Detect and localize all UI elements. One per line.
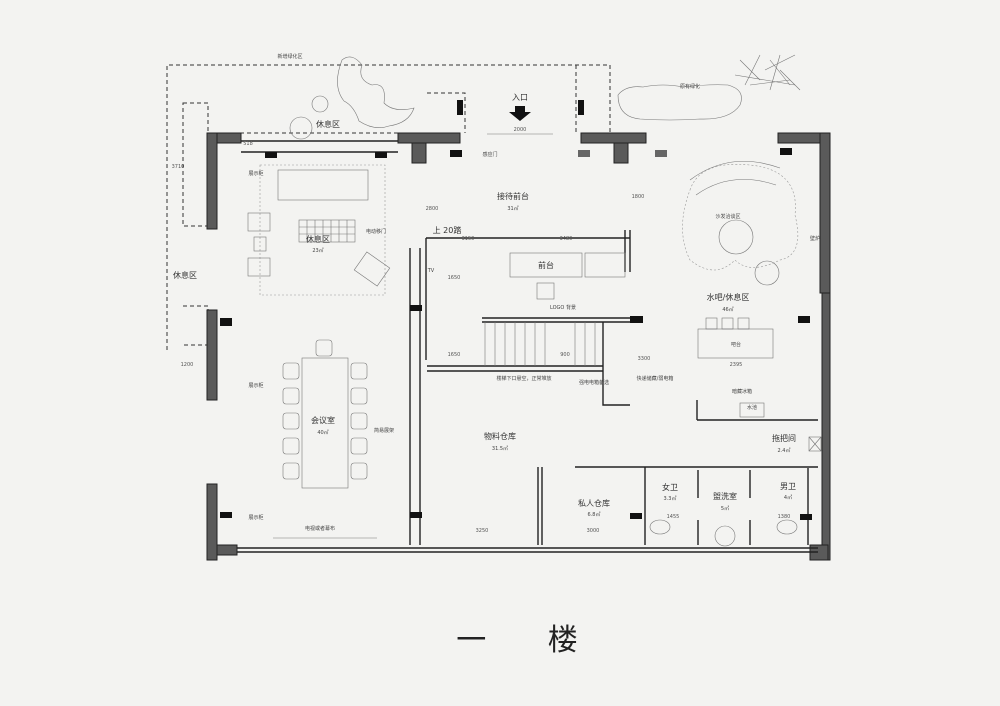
electric-door-label: 电动移门 bbox=[366, 228, 386, 235]
front-desk-label: 前台 bbox=[538, 260, 554, 270]
rest-area-top-label: 休息区 bbox=[316, 119, 340, 129]
sensor-door-label: 感应门 bbox=[482, 151, 497, 158]
existing-green-label: 原有绿化 bbox=[680, 83, 700, 90]
express-box-label: 快递储藏/弱电箱 bbox=[637, 375, 674, 382]
simple-rack-label: 简易展架 bbox=[374, 427, 394, 434]
dim-3250: 3250 bbox=[476, 528, 489, 534]
exterior-dashed-zones bbox=[166, 64, 611, 350]
power-box-label: 强电电箱备选 bbox=[579, 379, 609, 386]
entrance-arrow-icon bbox=[509, 106, 531, 121]
dim-3480: 3480 bbox=[560, 236, 573, 242]
logo-wall-label: LOGO 背景 bbox=[550, 304, 576, 311]
labels: 入口 2000 感应门 新增绿化区 原有绿化 休息区 休息区 3710 1200… bbox=[172, 53, 820, 534]
entrance-width: 2000 bbox=[514, 127, 527, 133]
floor-title: 一 楼 bbox=[456, 623, 604, 658]
sofa-area-label: 沙发洽谈区 bbox=[715, 213, 740, 220]
female-wc-area: 3.3㎡ bbox=[664, 495, 677, 502]
lounge-name: 休息区 bbox=[306, 234, 330, 244]
bar-name: 水吧/休息区 bbox=[707, 292, 750, 302]
display-cabinet-1: 展示柜 bbox=[248, 170, 263, 177]
rest-area-left-label: 休息区 bbox=[173, 270, 197, 280]
dim-3300: 3300 bbox=[638, 356, 651, 362]
columns bbox=[220, 100, 812, 520]
under-stairs-label: 楼梯下口悬空，正常堆放 bbox=[496, 375, 551, 382]
dim-1650a: 1650 bbox=[448, 275, 461, 281]
male-wc-name: 男卫 bbox=[780, 482, 796, 491]
dim-1200: 1200 bbox=[181, 362, 194, 368]
dim-518: 518 bbox=[243, 141, 253, 147]
washroom-area: 5㎡ bbox=[721, 505, 729, 512]
mop-area: 2.4㎡ bbox=[778, 447, 791, 454]
furniture bbox=[247, 160, 822, 547]
dim-2800: 2800 bbox=[426, 206, 439, 212]
structural-walls bbox=[206, 132, 831, 561]
existing-greenery bbox=[289, 54, 801, 140]
bar-counter-label: 吧台 bbox=[731, 341, 741, 348]
new-green-area-label: 新增绿化区 bbox=[277, 53, 302, 60]
bar-area: 46㎡ bbox=[722, 306, 733, 313]
meeting-name: 会议室 bbox=[311, 415, 335, 425]
fireplace-label: 壁炉 bbox=[810, 235, 820, 242]
storage-area: 31.5㎡ bbox=[492, 445, 508, 452]
hidden-fridge-label: 暗藏冰箱 bbox=[732, 388, 752, 395]
entrance-label: 入口 bbox=[512, 93, 528, 102]
tv-label: TV bbox=[427, 268, 435, 274]
dim-3000: 3000 bbox=[587, 528, 600, 534]
dim-1455: 1455 bbox=[667, 514, 680, 520]
dim-1650b: 1650 bbox=[448, 352, 461, 358]
dim-900: 900 bbox=[560, 352, 570, 358]
lattice-rug bbox=[298, 219, 356, 243]
display-cabinet-3: 展示柜 bbox=[248, 514, 263, 521]
stairs-up-label: 上 20踏 bbox=[433, 225, 462, 235]
storage-name: 物料仓库 bbox=[484, 431, 516, 441]
meeting-chairs bbox=[282, 339, 368, 480]
dim-3150: 3150 bbox=[462, 236, 475, 242]
tv-screen-label: 电视或者幕布 bbox=[305, 525, 335, 532]
reception-name: 接待前台 bbox=[497, 191, 529, 201]
female-wc-name: 女卫 bbox=[662, 482, 678, 492]
lounge-area: 23㎡ bbox=[312, 247, 323, 254]
male-wc-area: 4㎡ bbox=[784, 494, 792, 501]
sink-label: 水池 bbox=[747, 404, 757, 411]
display-cabinet-2: 展示柜 bbox=[248, 382, 263, 389]
meeting-area: 40㎡ bbox=[317, 429, 328, 436]
interior-walls bbox=[237, 140, 818, 553]
washroom-name: 盥洗室 bbox=[713, 491, 737, 501]
dim-1380: 1380 bbox=[778, 514, 791, 520]
reception-area: 31㎡ bbox=[507, 205, 518, 212]
dim-1800: 1800 bbox=[632, 194, 645, 200]
dim-3710: 3710 bbox=[172, 164, 185, 170]
dim-2395: 2395 bbox=[730, 362, 743, 368]
private-storage-name: 私人仓库 bbox=[578, 498, 610, 508]
mop-name: 拖把间 bbox=[772, 433, 796, 443]
private-storage-area: 6.8㎡ bbox=[588, 511, 601, 518]
